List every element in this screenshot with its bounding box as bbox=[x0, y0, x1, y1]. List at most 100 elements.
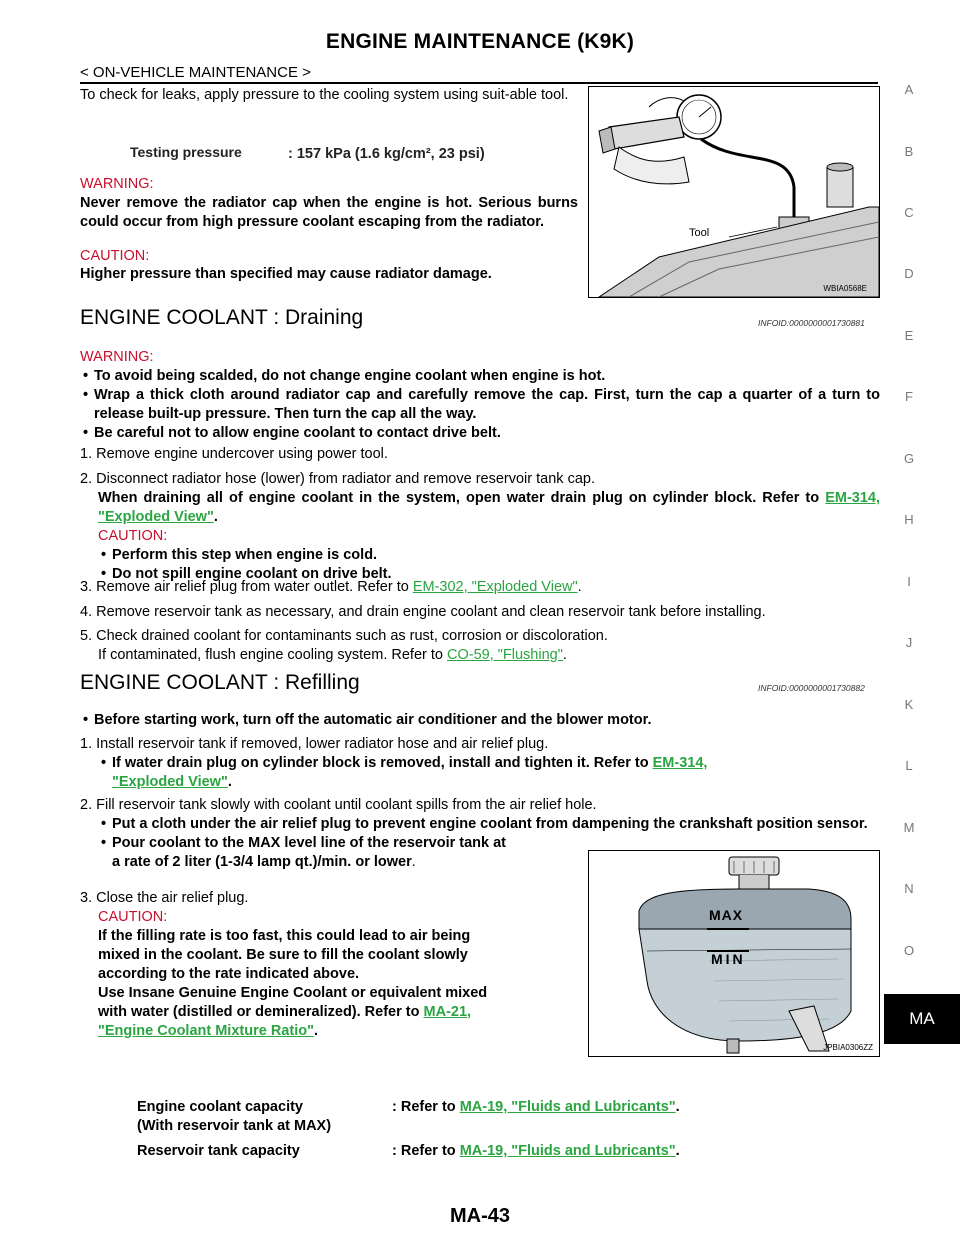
refill-step-2-bullet-1: Put a cloth under the air relief plug to… bbox=[98, 815, 880, 834]
em-314-link-2b[interactable]: "Exploded View" bbox=[112, 774, 228, 790]
em-314-link[interactable]: EM-314, "Exploded View" bbox=[98, 490, 881, 525]
section-tab-ma[interactable]: MA bbox=[884, 994, 960, 1044]
step-2-caution-label: CAUTION: bbox=[98, 528, 168, 544]
capacity-row1-label: Engine coolant capacity (With reservoir … bbox=[137, 1098, 331, 1136]
step-2-caution-list: Perform this step when engine is cold. D… bbox=[80, 546, 880, 584]
pressure-tester-figure: Tool WBIA0568E bbox=[588, 86, 880, 298]
co-59-link[interactable]: CO-59, "Flushing" bbox=[447, 647, 563, 663]
refill-step-2-bullets: Put a cloth under the air relief plug to… bbox=[80, 815, 880, 872]
page-title: ENGINE MAINTENANCE (K9K) bbox=[325, 30, 635, 53]
draining-heading: ENGINE COOLANT : Draining bbox=[80, 306, 364, 329]
side-index-letter[interactable]: H bbox=[904, 512, 914, 527]
capacity-row1-label-a: Engine coolant capacity bbox=[137, 1099, 303, 1115]
step-2-note-text: When draining all of engine coolant in t… bbox=[98, 490, 820, 506]
figure-code: JPBIA0306ZZ bbox=[823, 1043, 873, 1052]
refill-step-2-bullet-2-a: Pour coolant to the MAX level line of th… bbox=[112, 835, 506, 851]
min-level-label: MIN bbox=[711, 951, 746, 967]
refilling-infoid: INFOID:0000000001730882 bbox=[758, 683, 865, 693]
draining-warning-label: WARNING: bbox=[80, 349, 154, 365]
page-number: MA-43 bbox=[449, 1205, 510, 1227]
reservoir-tank-figure: MAX MIN JPBIA0306ZZ bbox=[588, 850, 880, 1057]
refilling-step-2: 2. Fill reservoir tank slowly with coola… bbox=[80, 796, 880, 872]
capacity-row1-value: : Refer to MA-19, "Fluids and Lubricants… bbox=[392, 1099, 680, 1115]
section-breadcrumb: < ON-VEHICLE MAINTENANCE > bbox=[80, 64, 311, 81]
refill-caution-line: If the filling rate is too fast, this co… bbox=[98, 928, 471, 944]
reservoir-tank-illustration bbox=[638, 856, 852, 1054]
tool-label: Tool bbox=[689, 227, 710, 239]
refilling-bullet-text: Before starting work, turn off the autom… bbox=[80, 711, 652, 730]
refill-step-3-text: 3. Close the air relief plug. bbox=[80, 890, 249, 906]
draining-infoid: INFOID:0000000001730881 bbox=[758, 318, 865, 328]
draining-step-1: 1. Remove engine undercover using power … bbox=[80, 446, 388, 462]
refill-caution-line: mixed in the coolant. Be sure to fill th… bbox=[98, 947, 468, 963]
side-index-letter[interactable]: K bbox=[904, 697, 914, 712]
side-index-letter[interactable]: F bbox=[905, 389, 913, 404]
draining-step-5: 5. Check drained coolant for contaminant… bbox=[80, 627, 608, 665]
header-divider bbox=[80, 82, 878, 84]
step-2-note: When draining all of engine coolant in t… bbox=[98, 490, 881, 525]
caution-bullet: Perform this step when engine is cold. bbox=[98, 546, 880, 565]
step-3-text: 3. Remove air relief plug from water out… bbox=[80, 579, 409, 595]
capacity-row1-value-text: : Refer to bbox=[392, 1099, 456, 1115]
intro-text: To check for leaks, apply pressure to th… bbox=[80, 87, 569, 103]
side-index-letter[interactable]: E bbox=[904, 328, 914, 343]
refill-caution-link-line: "Engine Coolant Mixture Ratio". bbox=[98, 1023, 318, 1039]
refill-caution-label: CAUTION: bbox=[98, 909, 168, 925]
refill-step-1-bullet: If water drain plug on cylinder block is… bbox=[80, 754, 880, 792]
refill-step-1-bullet-text: If water drain plug on cylinder block is… bbox=[98, 754, 880, 792]
side-index-letter[interactable]: O bbox=[903, 943, 915, 958]
max-level-label: MAX bbox=[709, 907, 744, 923]
refill-caution-line: Use Insane Genuine Engine Coolant or equ… bbox=[98, 985, 488, 1001]
refill-caution-line-ref: with water (distilled or demineralized).… bbox=[80, 1003, 580, 1022]
refill-step-2-text: 2. Fill reservoir tank slowly with coola… bbox=[80, 797, 597, 813]
draining-warning-list: To avoid being scalded, do not change en… bbox=[80, 367, 880, 443]
ma-21-link-b[interactable]: "Engine Coolant Mixture Ratio" bbox=[98, 1023, 314, 1039]
ma-19-link-2[interactable]: MA-19, "Fluids and Lubricants" bbox=[459, 1143, 676, 1159]
refilling-bullet: Before starting work, turn off the autom… bbox=[80, 711, 652, 730]
refill-step-1-text: 1. Install reservoir tank if removed, lo… bbox=[80, 736, 549, 752]
em-302-link[interactable]: EM-302, "Exploded View" bbox=[412, 579, 578, 595]
side-index-letter[interactable]: A bbox=[904, 82, 914, 97]
refill-step-1-note: If water drain plug on cylinder block is… bbox=[112, 755, 649, 771]
testing-pressure-label: Testing pressure bbox=[130, 144, 242, 160]
step-5-note-text: If contaminated, flush engine cooling sy… bbox=[98, 647, 443, 663]
caution-bullet: Do not spill engine coolant on drive bel… bbox=[98, 565, 880, 584]
draining-step-2: 2. Disconnect radiator hose (lower) from… bbox=[80, 470, 880, 584]
refill-step-2-bullet-2: Pour coolant to the MAX level line of th… bbox=[98, 834, 572, 872]
capacity-row2-value-text: : Refer to bbox=[392, 1143, 456, 1159]
side-index-letter[interactable]: C bbox=[904, 205, 914, 220]
em-314-link-2a[interactable]: EM-314, bbox=[652, 755, 708, 771]
pressure-tester-illustration bbox=[597, 94, 880, 298]
step-2-text: 2. Disconnect radiator hose (lower) from… bbox=[80, 471, 595, 487]
refilling-step-1: 1. Install reservoir tank if removed, lo… bbox=[80, 735, 880, 792]
step-5-text: 5. Check drained coolant for contaminant… bbox=[80, 628, 608, 644]
warning-bullet: Be careful not to allow engine coolant t… bbox=[80, 424, 880, 443]
side-index-letter[interactable]: M bbox=[903, 820, 915, 835]
side-index-letter[interactable]: N bbox=[904, 881, 914, 896]
side-index-letter[interactable]: G bbox=[903, 451, 915, 466]
warning-bullet: Wrap a thick cloth around radiator cap a… bbox=[80, 386, 880, 424]
figure-code: WBIA0568E bbox=[823, 284, 867, 293]
side-index-letter[interactable]: L bbox=[905, 758, 913, 773]
ma-19-link-1[interactable]: MA-19, "Fluids and Lubricants" bbox=[459, 1099, 676, 1115]
refill-step-2-bullet-2-b: a rate of 2 liter (1-3/4 lamp qt.)/min. … bbox=[112, 854, 412, 870]
refilling-heading: ENGINE COOLANT : Refilling bbox=[80, 671, 360, 694]
step-5-note: If contaminated, flush engine cooling sy… bbox=[98, 647, 567, 663]
side-index-letter[interactable]: I bbox=[907, 574, 911, 589]
refill-caution-line-ref-text: with water (distilled or demineralized).… bbox=[98, 1004, 420, 1020]
side-index-letter[interactable]: B bbox=[904, 144, 914, 159]
draining-step-4: 4. Remove reservoir tank as necessary, a… bbox=[80, 604, 766, 620]
warning-label: WARNING: bbox=[80, 176, 154, 192]
ma-21-link-a[interactable]: MA-21, bbox=[423, 1004, 472, 1020]
side-index-letter[interactable]: J bbox=[905, 635, 913, 650]
capacity-row1-label-b: (With reservoir tank at MAX) bbox=[137, 1118, 332, 1134]
refilling-step-3: 3. Close the air relief plug. CAUTION: I… bbox=[80, 889, 580, 1041]
capacity-row2-label: Reservoir tank capacity bbox=[137, 1143, 300, 1159]
refill-caution-line: according to the rate indicated above. bbox=[98, 966, 360, 982]
side-index-letter[interactable]: D bbox=[904, 266, 914, 281]
warning-bullet: To avoid being scalded, do not change en… bbox=[80, 367, 880, 386]
draining-step-3: 3. Remove air relief plug from water out… bbox=[80, 579, 582, 595]
warning-text: Never remove the radiator cap when the e… bbox=[80, 195, 578, 230]
capacity-row2-value: : Refer to MA-19, "Fluids and Lubricants… bbox=[392, 1143, 680, 1159]
testing-pressure-value: : 157 kPa (1.6 kg/cm², 23 psi) bbox=[288, 146, 485, 162]
